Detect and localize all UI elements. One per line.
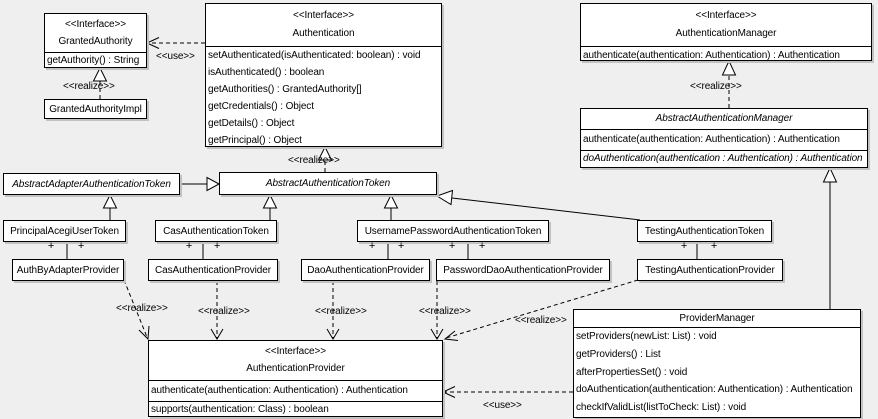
class-cas-authentication-token: CasAuthenticationToken xyxy=(155,220,277,242)
generalization-edge-usernamepassword-token xyxy=(383,193,399,220)
method-row: getPrincipal() : Object xyxy=(208,135,302,146)
class-name: DaoAuthenticationProvider xyxy=(307,264,424,276)
method-row: setAuthenticated(isAuthenticated: boolea… xyxy=(208,50,421,61)
class-dao-authentication-provider: DaoAuthenticationProvider xyxy=(301,259,430,281)
association-plus: + xyxy=(77,240,85,252)
class-name: CasAuthenticationProvider xyxy=(155,264,271,276)
method-row: getAuthorities() : GrantedAuthority[] xyxy=(208,84,362,95)
class-username-password-authentication-token: UsernamePasswordAuthenticationToken xyxy=(357,220,549,242)
class-name: PasswordDaoAuthenticationProvider xyxy=(443,264,603,276)
class-provider-manager: ProviderManager setProviders(newList: Li… xyxy=(573,309,861,418)
class-name: PrincipalAcegiUserToken xyxy=(10,225,119,237)
method-row: authenticate(authentication: Authenticat… xyxy=(151,385,408,396)
association-plus: + xyxy=(185,240,193,252)
class-granted-authority-impl: GrantedAuthorityImpl xyxy=(44,99,147,119)
method-row: authenticate(authentication: Authenticat… xyxy=(583,50,840,61)
realize-edge-abstractauthenticationmanager xyxy=(721,59,737,108)
use-label: <<use>> xyxy=(483,400,522,411)
class-auth-by-adapter-provider: AuthByAdapterProvider xyxy=(12,259,124,281)
class-header: <<Interface>> AuthenticationProvider xyxy=(149,341,442,381)
generalization-edge-providermanager xyxy=(822,166,838,309)
method-row: doAuthentication(authentication : Authen… xyxy=(581,150,867,167)
realize-label: <<realize>> xyxy=(116,303,168,314)
method-row: supports(authentication: Class) : boolea… xyxy=(149,401,442,418)
class-abstract-authentication-manager: AbstractAuthenticationManager authentica… xyxy=(580,108,868,168)
realize-edge-testingauthenticationprovider xyxy=(443,279,639,341)
realize-label: <<realize>> xyxy=(315,306,367,317)
generalization-edge-cas-token xyxy=(262,193,278,220)
realize-edge-passworddaoauthenticationprovider xyxy=(430,281,444,340)
class-name: AuthenticationProvider xyxy=(246,363,345,374)
class-name: Authentication xyxy=(292,28,355,39)
class-name: CasAuthenticationToken xyxy=(163,225,269,237)
generalization-edge-testing-token xyxy=(435,189,641,221)
class-name: TestingAuthenticationProvider xyxy=(645,264,775,276)
method-row: getAuthority() : String xyxy=(47,55,140,66)
association-plus: + xyxy=(213,240,221,252)
class-name: AbstractAuthenticationToken xyxy=(265,178,391,189)
realize-label: <<realize>> xyxy=(690,81,742,92)
class-name: AuthenticationManager xyxy=(675,28,777,39)
realize-label: <<realize>> xyxy=(419,306,471,317)
use-edge-authentication-grantedauthority xyxy=(145,37,205,49)
method-row: isAuthenticated() : boolean xyxy=(208,67,325,78)
realize-edge-casauthenticationprovider xyxy=(210,281,224,340)
class-cas-authentication-provider: CasAuthenticationProvider xyxy=(148,259,278,281)
realize-edge-daoauthenticationprovider xyxy=(326,281,340,340)
association-plus: + xyxy=(710,240,718,252)
class-password-dao-authentication-provider: PasswordDaoAuthenticationProvider xyxy=(436,259,610,281)
stereotype-label: <<Interface>> xyxy=(265,346,326,357)
method-row: doAuthentication(authentication: Authent… xyxy=(576,384,853,396)
stereotype-label: <<Interface>> xyxy=(293,10,354,21)
class-name: GrantedAuthorityImpl xyxy=(49,103,142,115)
realize-edge-abstractauthenticationtoken xyxy=(317,145,333,172)
method-row: getCredentials() : Object xyxy=(208,101,314,112)
class-name: AbstractAuthenticationManager xyxy=(655,113,793,124)
method-row: getDetails() : Object xyxy=(208,118,295,129)
class-header: <<Interface>> GrantedAuthority xyxy=(45,14,146,53)
class-authentication: <<Interface>> Authentication setAuthenti… xyxy=(205,3,442,147)
association-plus: + xyxy=(397,240,405,252)
class-testing-authentication-provider: TestingAuthenticationProvider xyxy=(637,259,783,281)
class-name: TestingAuthenticationToken xyxy=(644,225,765,237)
use-label: <<use>> xyxy=(156,51,195,62)
stereotype-label: <<Interface>> xyxy=(65,19,126,30)
class-abstract-authentication-token: AbstractAuthenticationToken xyxy=(219,172,437,195)
realize-label: <<realize>> xyxy=(198,306,250,317)
realize-label: <<realize>> xyxy=(515,315,567,326)
method-row: authenticate(authentication: Authenticat… xyxy=(581,129,867,150)
class-testing-authentication-token: TestingAuthenticationToken xyxy=(637,220,772,242)
class-header: <<Interface>> Authentication xyxy=(206,4,441,47)
association-plus: + xyxy=(47,240,55,252)
class-authentication-manager: <<Interface>> AuthenticationManager auth… xyxy=(580,3,872,61)
association-plus: + xyxy=(368,240,376,252)
class-principal-acegi-user-token: PrincipalAcegiUserToken xyxy=(3,220,126,242)
association-plus: + xyxy=(448,240,456,252)
class-name: GrantedAuthority xyxy=(58,36,133,47)
association-plus: + xyxy=(478,240,486,252)
class-header: <<Interface>> AuthenticationManager xyxy=(581,4,871,47)
realize-edge-grantedauthorityimpl xyxy=(92,66,108,99)
method-row: getProviders() : List xyxy=(576,348,661,360)
association-edges xyxy=(66,242,698,259)
method-row: setProviders(newList: List) : void xyxy=(574,327,860,346)
method-row: checkIfValidList(listToCheck: List) : vo… xyxy=(576,402,747,414)
class-name: AbstractAdapterAuthenticationToken xyxy=(12,178,171,190)
class-name: AuthByAdapterProvider xyxy=(16,264,120,276)
realize-label: <<realize>> xyxy=(288,155,340,166)
stereotype-label: <<Interface>> xyxy=(695,10,757,21)
method-row: afterPropertiesSet() : void xyxy=(576,366,688,378)
realize-label: <<realize>> xyxy=(63,81,115,92)
class-abstract-adapter-authentication-token: AbstractAdapterAuthenticationToken xyxy=(3,173,180,195)
class-name: ProviderManager xyxy=(679,313,755,324)
generalization-edge-adapter-to-token xyxy=(180,176,221,192)
use-edge-providermanager-authenticationprovider xyxy=(441,386,573,398)
class-granted-authority: <<Interface>> GrantedAuthority getAuthor… xyxy=(44,13,147,68)
association-plus: + xyxy=(680,240,688,252)
class-name: UsernamePasswordAuthenticationToken xyxy=(364,225,542,237)
generalization-edge-principal-token xyxy=(102,193,118,220)
class-authentication-provider: <<Interface>> AuthenticationProvider aut… xyxy=(148,340,443,417)
realize-edge-authbyadapterprovider xyxy=(123,279,150,341)
